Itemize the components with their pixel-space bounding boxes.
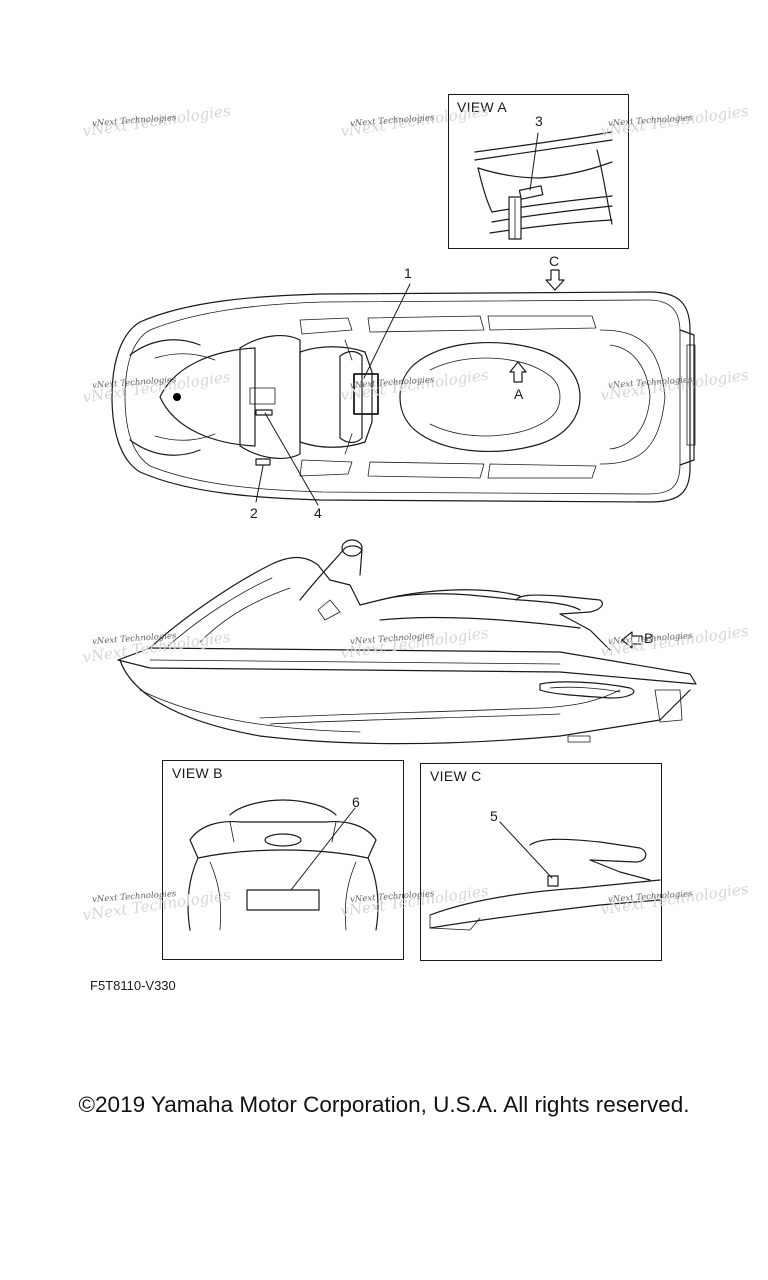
callout-arrow-a: A: [514, 386, 524, 402]
diagram-code: F5T8110-V330: [90, 978, 176, 993]
callout-arrow-b: B: [644, 630, 654, 646]
view-b-drawing: [187, 799, 379, 931]
callout-arrow-c: C: [549, 253, 560, 269]
arrow-c: [545, 269, 565, 291]
copyright-text: ©2019 Yamaha Motor Corporation, U.S.A. A…: [78, 1092, 690, 1117]
view-a-drawing: [474, 131, 613, 240]
view-b-title: VIEW B: [172, 765, 223, 781]
callout-2: 2: [250, 505, 258, 521]
view-c-drawing: [429, 821, 661, 931]
view-a-box: [448, 94, 629, 249]
view-b-box: [162, 760, 404, 960]
callout-5: 5: [490, 808, 498, 824]
view-c-title: VIEW C: [430, 768, 482, 784]
side-view-watercraft: [117, 539, 697, 745]
callout-1: 1: [404, 265, 412, 281]
callout-4: 4: [314, 505, 322, 521]
callout-6: 6: [352, 794, 360, 810]
top-view-watercraft: [111, 283, 696, 506]
callout-3: 3: [535, 113, 543, 129]
view-c-box: [420, 763, 662, 961]
view-a-title: VIEW A: [457, 99, 508, 115]
